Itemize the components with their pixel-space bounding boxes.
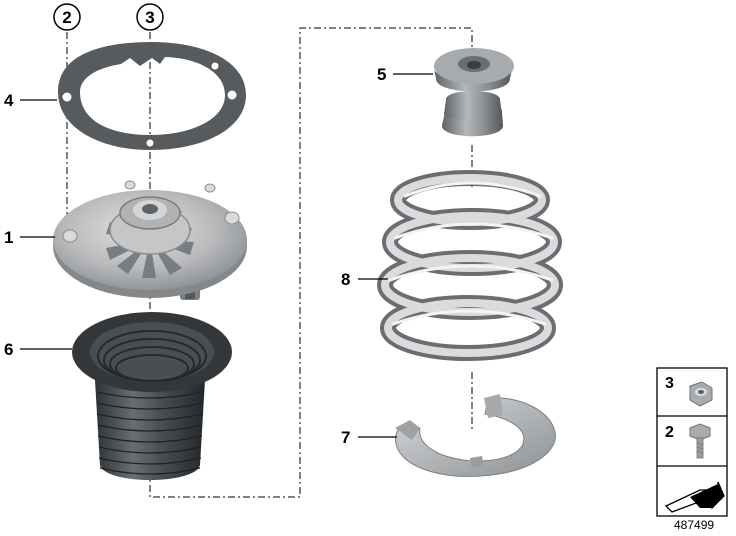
callouts: 2 3 4 1 6 5 8 7 (4, 3, 433, 447)
callout-8: 8 (341, 270, 350, 289)
hardware-legend: 3 2 (656, 367, 728, 517)
spring-seat (395, 394, 556, 477)
callout-6: 6 (4, 340, 13, 359)
dust-boot (72, 312, 232, 480)
callout-7: 7 (341, 428, 350, 447)
hex-nut-icon (689, 381, 713, 407)
bump-stop (434, 48, 514, 137)
gasket-ring (58, 42, 246, 150)
callout-2: 2 (62, 8, 71, 27)
strut-top-mount (53, 180, 247, 300)
callout-4: 4 (4, 91, 14, 110)
direction-arrow-icon (664, 481, 725, 513)
hex-bolt-icon (689, 423, 711, 459)
legend-bolt-label: 2 (665, 424, 674, 441)
coil-spring (377, 170, 563, 361)
callout-5: 5 (377, 65, 386, 84)
diagram-number: 487499 (674, 518, 714, 532)
callout-1: 1 (4, 228, 13, 247)
callout-3: 3 (145, 8, 154, 27)
legend-nut-label: 3 (665, 375, 674, 392)
